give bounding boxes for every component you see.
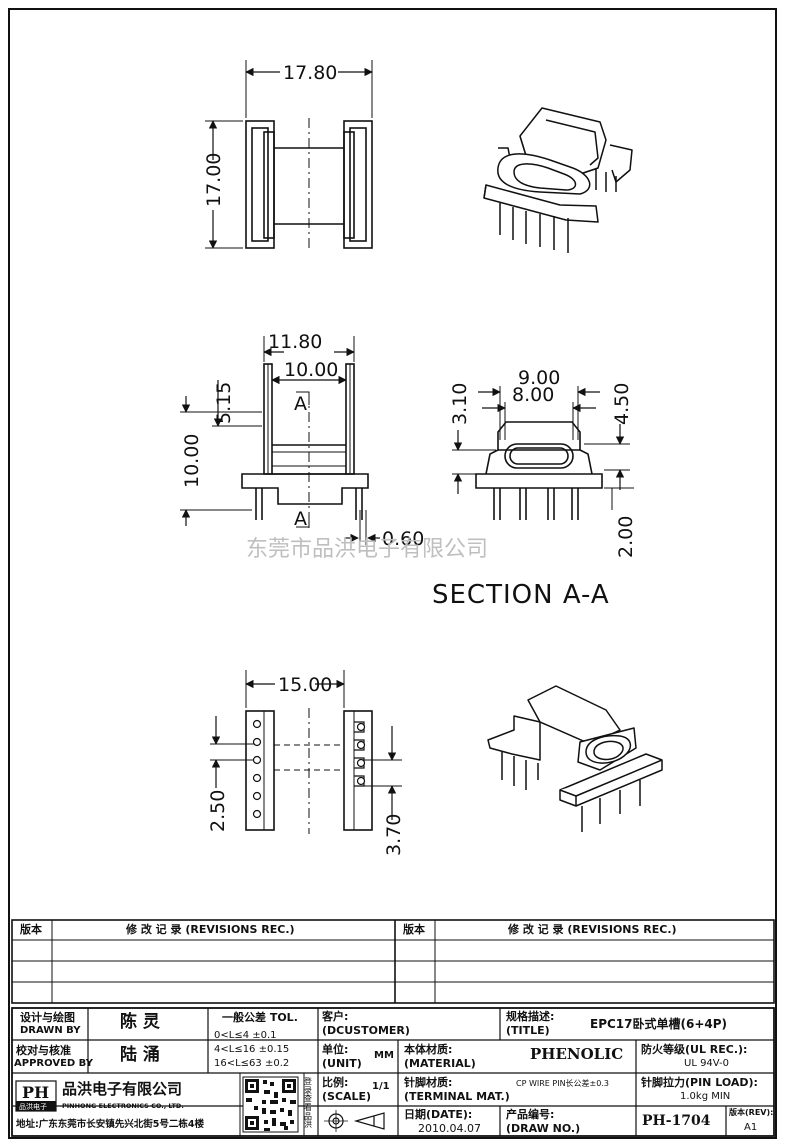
iso-view-top bbox=[483, 107, 633, 253]
approved-by-en: APPROVED BY bbox=[14, 1058, 93, 1069]
watermark: 东莞市品洪电子有限公司 bbox=[246, 537, 488, 562]
material-label: 本体材质: bbox=[404, 1043, 453, 1056]
scale-value: 1/1 bbox=[372, 1081, 390, 1092]
dim-sec-left: 3.10 bbox=[449, 383, 471, 425]
dim-bot-pitch: 2.50 bbox=[207, 790, 229, 832]
tol-title: 一般公差 TOL. bbox=[222, 1011, 298, 1024]
rev-rec-header-2: 修 改 记 录 (REVISIONS REC.) bbox=[508, 923, 677, 936]
unit-label: 单位: bbox=[322, 1043, 349, 1056]
section-label: SECTION A-A bbox=[432, 580, 610, 610]
tol-row-1: 0<L≤4 ±0.1 bbox=[214, 1030, 277, 1041]
bottom-view-pins bbox=[252, 719, 366, 819]
rev-rec-header: 修 改 记 录 (REVISIONS REC.) bbox=[126, 923, 295, 936]
drawno-label: 产品编号: bbox=[506, 1108, 555, 1121]
tol-row-3: 16<L≤63 ±0.2 bbox=[214, 1058, 290, 1069]
company-address: 地址:广东东莞市长安镇先兴北街5号二栋4楼 bbox=[16, 1119, 205, 1130]
dim-sec-w-inner: 8.00 bbox=[512, 384, 554, 406]
terminal-value: CP WIRE PIN长公差±0.3 bbox=[516, 1079, 609, 1088]
dim-sec-w-outer: 9.00 bbox=[518, 367, 560, 389]
dim-bot-width: 15.00 bbox=[278, 674, 332, 696]
dim-sec-right: 4.50 bbox=[611, 383, 633, 425]
bottom-view bbox=[210, 670, 402, 834]
approved-by-cn: 校对与核准 bbox=[16, 1044, 71, 1057]
qr-side-text: 登录查看品洪 bbox=[304, 1077, 312, 1130]
dim-top-width: 17.80 bbox=[283, 62, 337, 84]
drawn-by-en: DRAWN BY bbox=[20, 1025, 81, 1036]
front-view bbox=[180, 336, 380, 545]
rev-value: A1 bbox=[744, 1122, 758, 1133]
projection-symbol bbox=[324, 1110, 385, 1132]
rev-label: 版本(REV): bbox=[729, 1108, 774, 1117]
scale-label: 比例: bbox=[322, 1076, 349, 1089]
dim-pin-dia: 0.60 bbox=[382, 528, 424, 550]
title-label: 规格描述: bbox=[506, 1010, 555, 1023]
iso-view-bottom bbox=[487, 685, 663, 832]
rev-ver-header-2: 版本 bbox=[403, 923, 425, 936]
dim-mid-width-outer: 11.80 bbox=[268, 331, 322, 353]
company-name-en: PINHONG ELECTRONICS CO., LTD. bbox=[62, 1102, 184, 1110]
drawn-by-name: 陈 灵 bbox=[120, 1012, 160, 1032]
revision-table bbox=[11, 919, 775, 1004]
pinload-value: 1.0kg MIN bbox=[680, 1091, 731, 1102]
scale-en: (SCALE) bbox=[322, 1090, 372, 1103]
customer-label: 客户: bbox=[322, 1010, 349, 1023]
section-marker-top: A bbox=[294, 393, 307, 415]
drawn-by-cn: 设计与绘图 bbox=[20, 1011, 75, 1024]
material-en: (MATERIAL) bbox=[404, 1057, 476, 1070]
dim-sec-pin: 2.00 bbox=[615, 516, 637, 558]
drawing-frame bbox=[8, 8, 777, 1139]
approved-by-name: 陆 涌 bbox=[120, 1045, 160, 1065]
rev-ver-header: 版本 bbox=[20, 923, 42, 936]
customer-en: (DCUSTOMER) bbox=[322, 1024, 410, 1037]
dim-top-height: 17.00 bbox=[203, 153, 225, 207]
qr-code bbox=[242, 1076, 299, 1133]
logo-text: PH bbox=[22, 1083, 49, 1102]
pinload-label: 针脚拉力(PIN LOAD): bbox=[641, 1076, 758, 1089]
fire-label: 防火等级(UL REC.): bbox=[641, 1043, 748, 1056]
company-logo bbox=[15, 1080, 57, 1112]
terminal-en: (TERMINAL MAT.) bbox=[404, 1090, 510, 1103]
logo-sub: 品洪电子 bbox=[19, 1102, 47, 1111]
unit-value: MM bbox=[374, 1050, 394, 1061]
drawno-en: (DRAW NO.) bbox=[506, 1122, 581, 1135]
drawno-value: PH-1704 bbox=[642, 1113, 711, 1129]
fire-value: UL 94V-0 bbox=[684, 1058, 730, 1069]
dim-mid-width-inner: 10.00 bbox=[284, 359, 338, 381]
tol-row-2: 4<L≤16 ±0.15 bbox=[214, 1044, 290, 1055]
dim-mid-height: 10.00 bbox=[181, 434, 203, 488]
title-value: EPC17卧式单槽(6+4P) bbox=[590, 1017, 728, 1031]
title-en: (TITLE) bbox=[506, 1024, 550, 1037]
section-marker-bottom: A bbox=[294, 508, 307, 530]
unit-en: (UNIT) bbox=[322, 1057, 362, 1070]
dim-bot-pitch2: 3.70 bbox=[383, 814, 405, 856]
material-value: PHENOLIC bbox=[530, 1045, 624, 1063]
terminal-label: 针脚材质: bbox=[404, 1076, 453, 1089]
top-view bbox=[205, 60, 373, 252]
dim-mid-upper: 5.15 bbox=[213, 382, 235, 424]
date-label: 日期(DATE): bbox=[404, 1108, 473, 1121]
date-value: 2010.04.07 bbox=[418, 1122, 481, 1135]
company-name-cn: 品洪电子有限公司 bbox=[62, 1080, 183, 1098]
section-view bbox=[452, 386, 634, 520]
